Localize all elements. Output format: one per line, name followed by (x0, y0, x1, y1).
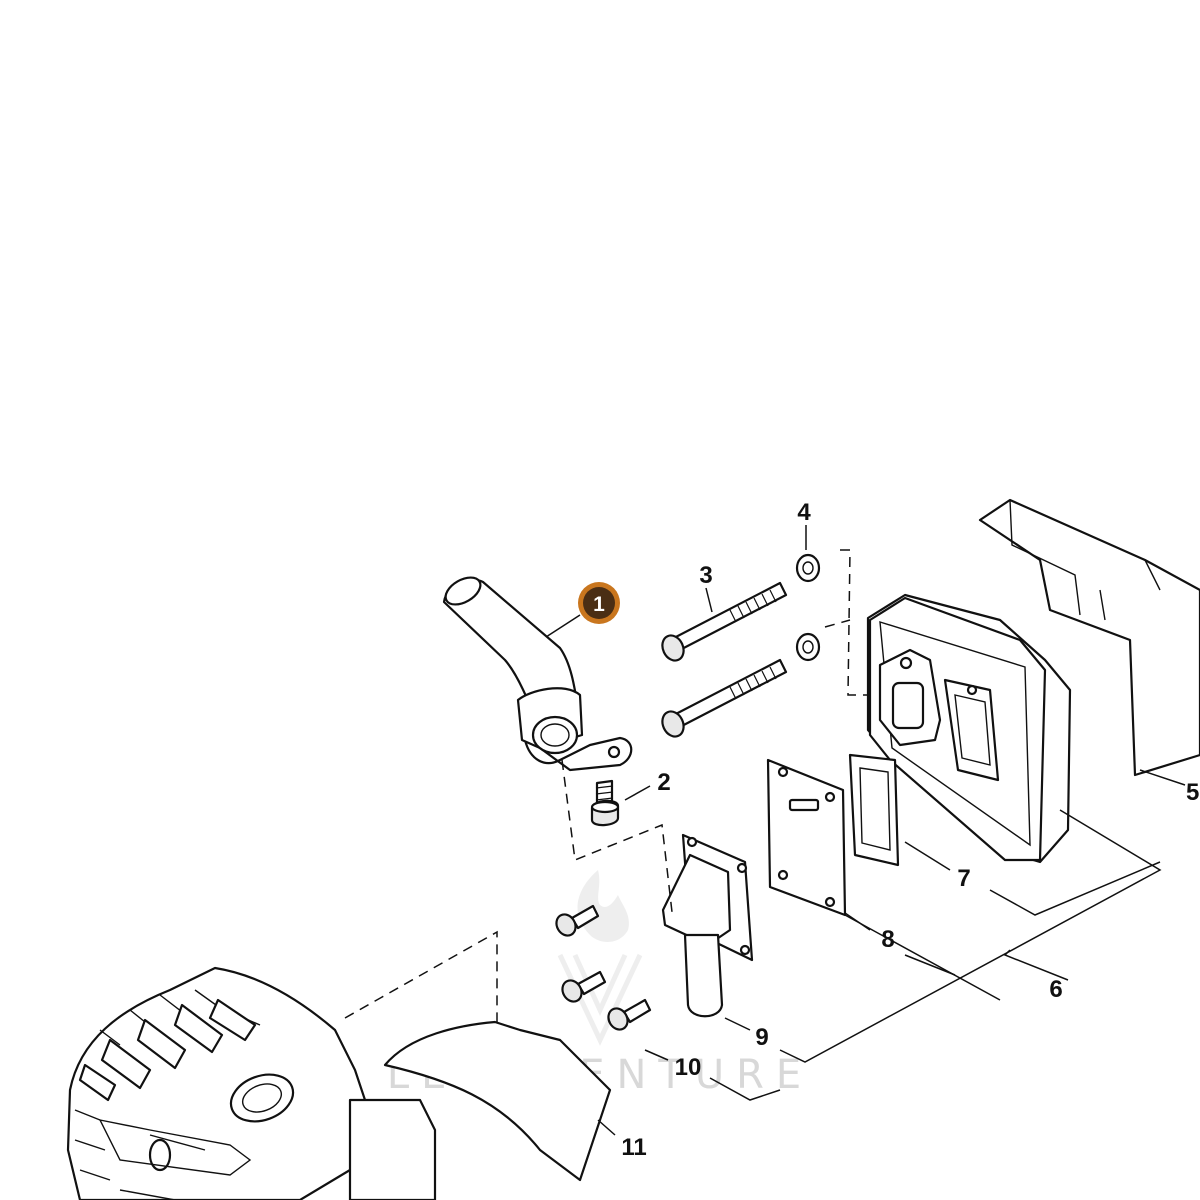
badge-core (583, 587, 615, 619)
part-6-muffler[interactable] (824, 549, 1072, 864)
part-11-cover[interactable] (66, 966, 616, 1200)
leader-8 (904, 954, 956, 976)
part-5-heat-shield[interactable] (978, 498, 1200, 786)
callout-4[interactable]: 4 (797, 499, 811, 526)
leader-line (545, 614, 581, 638)
badge-label: 1 (593, 593, 605, 616)
part-1-elbow-tube[interactable] (441, 572, 633, 772)
callout-1-badge[interactable]: 1 (545, 582, 620, 638)
dashed-exhaust-path (561, 759, 673, 913)
callout-7[interactable]: 7 (957, 865, 970, 892)
part-9-outlet[interactable] (661, 809, 1162, 1063)
part-10-screws[interactable] (553, 904, 781, 1101)
part-3-bolts[interactable] (658, 581, 788, 740)
callout-labels: 2 3 4 5 6 7 8 9 10 11 (621, 499, 1199, 1161)
leader-6 (844, 914, 1069, 1001)
callout-6[interactable]: 6 (1049, 976, 1062, 1003)
part-4-washers[interactable] (795, 525, 821, 662)
part-2-screw[interactable] (590, 779, 651, 827)
callout-3[interactable]: 3 (699, 562, 712, 589)
leader-7 (989, 861, 1161, 916)
callout-5[interactable]: 5 (1186, 779, 1199, 806)
flame-logo-icon (577, 870, 629, 942)
callout-10[interactable]: 10 (675, 1054, 702, 1081)
callout-2[interactable]: 2 (657, 769, 670, 796)
part-7-gasket[interactable] (848, 753, 951, 871)
callout-8[interactable]: 8 (881, 926, 894, 953)
callout-9[interactable]: 9 (755, 1024, 768, 1051)
callout-11[interactable]: 11 (621, 1134, 646, 1161)
dashed-cover-path (344, 930, 498, 1025)
